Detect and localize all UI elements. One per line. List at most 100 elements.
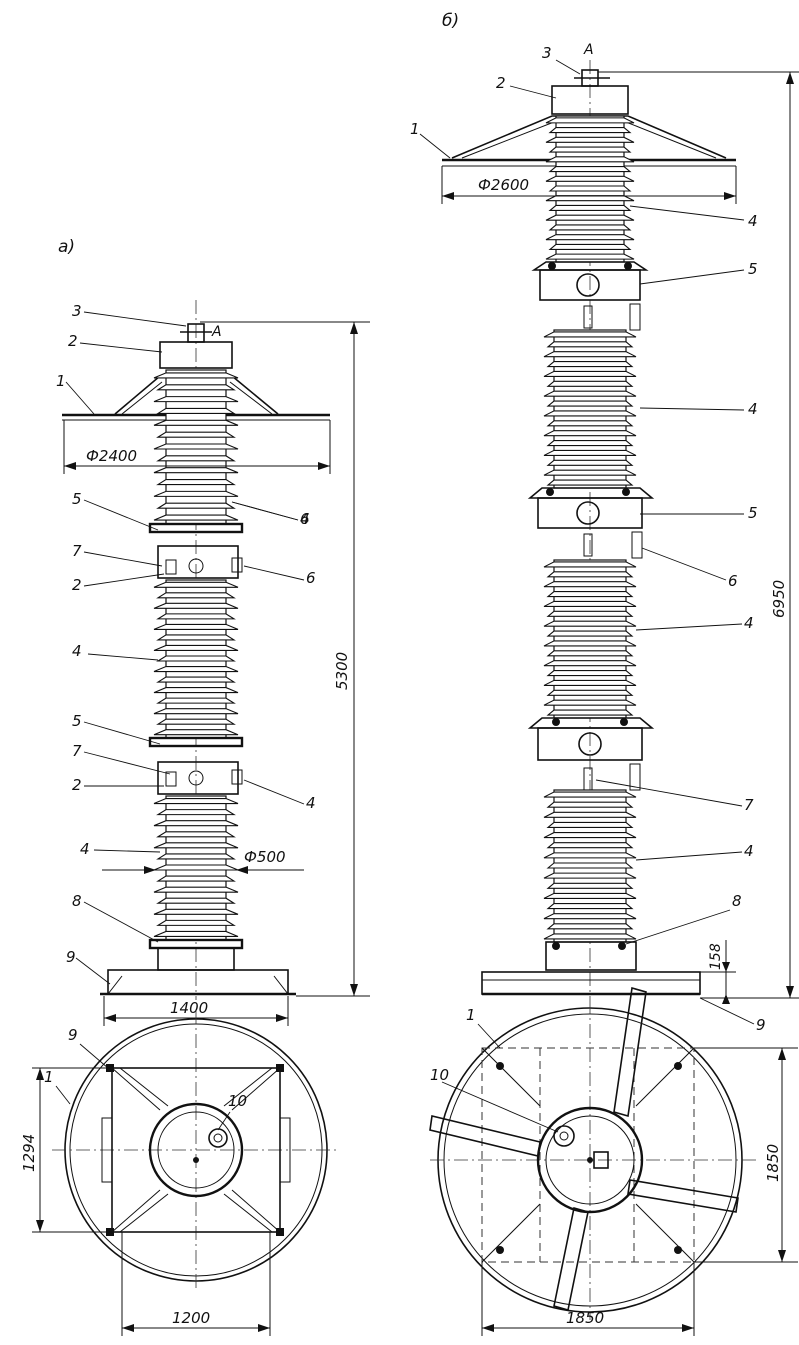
view-b-shed xyxy=(543,699,637,706)
view-a-shed xyxy=(156,455,236,462)
view-b-dimensions: 6950 Ф2600 158 xyxy=(441,71,799,1004)
view-b-shed xyxy=(543,892,637,899)
view-b-pole-label: A xyxy=(583,42,594,58)
view-b-shed xyxy=(543,581,637,588)
view-b-elevation: б) A xyxy=(410,11,799,1034)
view-b-leader xyxy=(635,851,743,861)
view-b-shed xyxy=(543,660,637,667)
view-b-callout: 1 xyxy=(410,120,420,138)
view-a-callout: 6 xyxy=(306,569,316,587)
view-a-callout: 4 xyxy=(306,794,316,812)
view-b-shed xyxy=(546,610,634,617)
view-a-plan-leader xyxy=(217,1111,231,1131)
view-b-shed xyxy=(543,620,637,627)
view-b-shed xyxy=(545,234,635,241)
view-b-shed xyxy=(546,380,634,387)
view-b-callout: 3 xyxy=(542,44,552,62)
view-a-shed xyxy=(153,930,239,938)
view-b-shed xyxy=(546,842,634,849)
view-a-shed xyxy=(153,396,239,403)
view-a-leader xyxy=(83,721,161,745)
view-b-shed xyxy=(546,571,634,578)
view-a-shed xyxy=(153,514,239,521)
view-b-shed xyxy=(543,640,637,647)
view-b-leader xyxy=(555,59,581,75)
view-b-shed xyxy=(548,204,632,212)
view-b-leader xyxy=(639,269,745,285)
view-a-callout: 4 xyxy=(72,642,82,660)
view-a-shed xyxy=(156,718,236,725)
view-b-callout: 4 xyxy=(748,212,758,230)
view-b-dim-screen: Ф2600 xyxy=(478,176,529,194)
view-a-pole-label: A xyxy=(211,324,222,340)
view-b-shed xyxy=(545,175,635,182)
view-a-terminal: A xyxy=(159,323,233,369)
view-a-shed xyxy=(153,729,239,736)
view-b-shed xyxy=(546,923,634,930)
view-a-shed xyxy=(153,372,239,379)
view-b-flange-3 xyxy=(527,717,655,791)
view-a-callout: 4 xyxy=(300,510,310,528)
view-a-callout: 3 xyxy=(72,302,82,320)
view-a-shed xyxy=(156,697,236,704)
view-a-callout: 2 xyxy=(72,576,82,594)
view-b-shed xyxy=(546,670,634,677)
view-b-shed xyxy=(543,872,637,879)
view-a-leader xyxy=(83,551,163,567)
view-a-shed xyxy=(156,809,236,816)
view-a-shed xyxy=(153,797,239,805)
view-b-shed xyxy=(546,361,634,368)
view-b-shed xyxy=(546,459,634,466)
view-b-shed xyxy=(546,440,634,447)
view-b-callout: 4 xyxy=(744,842,754,860)
view-b-shed xyxy=(546,689,634,696)
view-a-shed xyxy=(153,842,239,849)
view-b-shed xyxy=(548,185,632,192)
view-b-shed xyxy=(546,862,634,869)
view-b-shed xyxy=(546,650,634,657)
view-b-leader xyxy=(595,779,743,807)
view-b-shed xyxy=(543,430,637,437)
view-b-dim-base-h: 158 xyxy=(708,943,724,970)
view-a-plan-dim-height: 1294 xyxy=(20,1134,38,1172)
view-b-plan-dim-width: 1850 xyxy=(566,1309,604,1327)
view-a-leader xyxy=(83,499,159,531)
view-a-callout: 6 xyxy=(300,510,310,528)
view-a-dim-insulator: Ф500 xyxy=(244,848,286,866)
view-a-shed xyxy=(156,502,236,509)
view-b-shed xyxy=(546,400,634,407)
view-a-shed xyxy=(153,687,239,694)
view-b-plan-leader xyxy=(441,1081,559,1133)
view-a-title: а) xyxy=(58,237,75,257)
view-a-shed xyxy=(153,490,239,497)
view-a-flange-1 xyxy=(148,522,244,579)
view-a-shed xyxy=(156,384,236,391)
view-b-flange-1 xyxy=(531,261,649,331)
view-a-callout: 7 xyxy=(72,742,82,760)
view-a-plan-callout: 9 xyxy=(68,1026,78,1044)
view-a-shed xyxy=(156,431,236,438)
view-a-leader xyxy=(83,901,159,943)
view-b-shed xyxy=(545,136,635,143)
view-b-plan-callout: 10 xyxy=(430,1066,449,1084)
view-a-shed xyxy=(153,467,239,474)
view-a-shed xyxy=(153,602,239,609)
view-b-shed xyxy=(548,165,632,173)
view-b-shed xyxy=(546,801,634,808)
view-a-shed xyxy=(153,908,239,915)
view-b-shed xyxy=(543,410,637,417)
view-a-shed xyxy=(153,443,239,450)
view-a-leader xyxy=(83,573,165,587)
view-a-callout: 2 xyxy=(72,776,82,794)
view-b-leader xyxy=(699,997,755,1025)
view-b-shed xyxy=(548,224,632,231)
view-a-shed xyxy=(156,831,236,838)
view-b-leader xyxy=(625,909,731,945)
view-a-leader xyxy=(83,751,171,775)
view-b-shed xyxy=(545,214,635,221)
view-b-shed xyxy=(543,351,637,358)
